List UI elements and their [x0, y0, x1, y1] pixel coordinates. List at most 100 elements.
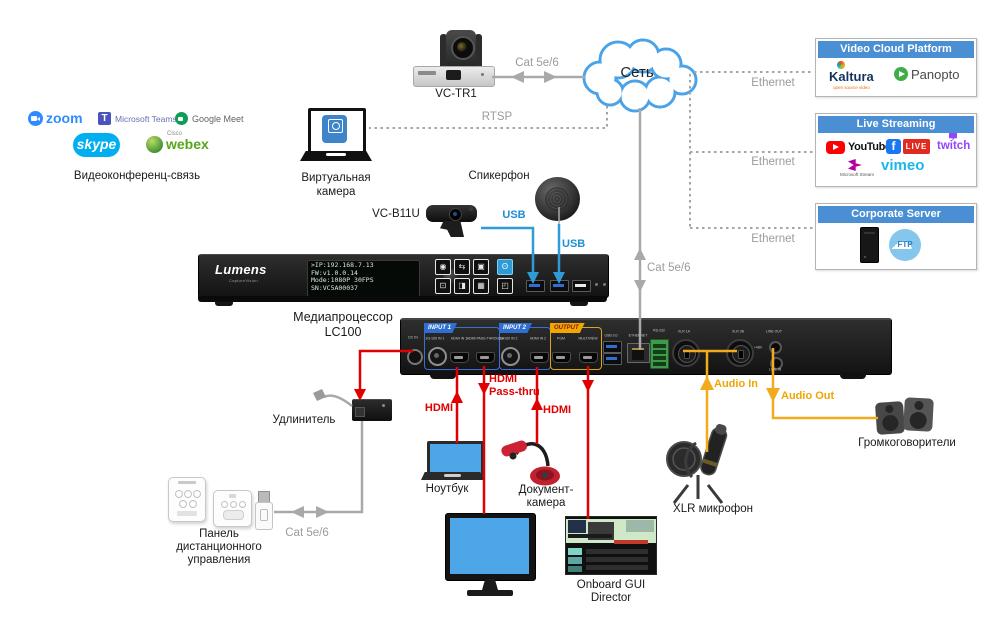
meet-icon-cam: [178, 117, 183, 121]
remote-b-btn3: [239, 501, 246, 508]
vctr1-arm-right: [475, 34, 482, 70]
skype-wordmark: skype: [76, 136, 117, 152]
lc100-front-foot-left: [215, 302, 233, 306]
gui-panel-left: [568, 520, 586, 533]
remote-panel-b: [213, 490, 252, 527]
virtual-camera-label-2: камера: [316, 186, 356, 198]
monitor-neck: [482, 579, 498, 590]
gui-row3: [586, 565, 648, 570]
remote-a-btn3: [193, 490, 201, 498]
teams-wordmark: Microsoft Teams: [115, 114, 177, 124]
hdmi-in-1-port: [450, 352, 469, 363]
cat56-camera-label: Cat 5e/6: [515, 57, 559, 69]
skype-logo: skype: [73, 133, 120, 157]
gui-side-block1: [568, 548, 582, 555]
pgm-label: PGM: [557, 337, 565, 341]
rs232-terminal: [650, 339, 669, 369]
remote-b-btn1: [221, 501, 228, 508]
webex-cisco: Cisco: [167, 131, 183, 137]
source-button: ◨: [454, 278, 470, 294]
linein-label: LINE IN: [768, 368, 782, 372]
live-streaming-box: Live Streaming YouTube f LIVE twitch Mic…: [815, 113, 977, 187]
lumens-sub: CaptureVision: [229, 278, 258, 283]
hdmi-passthrough-port: [476, 352, 495, 363]
vctr1-base-slot: [446, 70, 461, 80]
mic-shockmount: [684, 441, 697, 479]
remote-panel-a: [168, 477, 206, 522]
document-camera: [501, 440, 560, 486]
vimeo-logo: vimeo: [881, 157, 924, 175]
input1-tab-label: INPUT 1: [428, 325, 452, 331]
laptop-device: [421, 441, 484, 480]
line-extender-panel: [274, 421, 364, 514]
vc-apps-caption: Видеоконференц-связь: [73, 170, 201, 182]
mic-leg-right: [706, 484, 724, 504]
usb-dongle: [254, 491, 273, 530]
webex-icon: [146, 136, 163, 153]
lcd-line-fw: FW:v1.0.0.14: [311, 268, 358, 277]
sdi1-label: 3G-SDI IN 1: [425, 337, 445, 341]
arrow-hdmi-in1: [451, 391, 463, 403]
audio-out-label: Audio Out: [781, 390, 835, 402]
lcd-line-mode: Mode:1080P 30FPS: [311, 276, 374, 284]
remote-panel-label-3: управления: [187, 554, 251, 566]
webex-wordmark: webex: [166, 136, 209, 152]
kaltura-icon: [837, 61, 845, 69]
mic-mesh-ring: [672, 447, 696, 471]
xlr-mic-label: XLR микрофон: [673, 503, 753, 515]
arrow-usb-1: [527, 272, 539, 284]
speakerphone-device: [535, 177, 581, 222]
rear-usb-port-2: [603, 353, 622, 365]
laptop-label: Ноутбук: [425, 483, 469, 495]
ethernet-label-1: Ethernet: [751, 77, 795, 89]
corporate-server-box: Corporate Server ☁ FTP: [815, 203, 977, 270]
xlr-2b-port: [726, 339, 754, 367]
remote-panel-label-1: Панель: [199, 528, 239, 540]
vctr1-label: VC-TR1: [435, 88, 477, 100]
sdi-in-1-port: [428, 347, 447, 366]
lc100-rear-foot-right: [840, 372, 866, 379]
youtube-icon-play: [833, 144, 839, 150]
hdmi1-label: HDMI IN 1: [450, 337, 468, 341]
cat56-device-label: Cat 5e/6: [647, 262, 691, 274]
cc-button: ▦: [473, 278, 489, 294]
arrow-audio-in: [700, 376, 714, 390]
monitor-device: [445, 513, 540, 598]
zoom-icon-cam: [31, 116, 37, 121]
extender-led: [382, 404, 385, 407]
monitor-screen: [450, 518, 529, 574]
stream-button: ⇆: [454, 259, 470, 275]
line-audio-out: [771, 348, 878, 420]
video-cloud-platform-box: Video Cloud Platform Kaltura open source…: [815, 38, 977, 97]
cat56-panel-label: Cat 5e/6: [285, 527, 329, 539]
vctr1-camera: [413, 28, 495, 87]
remote-b-led: [229, 494, 236, 498]
arrow-left-panel: [291, 506, 304, 518]
doccam-label-2: камера: [526, 497, 566, 509]
arrow-audio-out: [766, 388, 780, 402]
usb-dongle-body: [255, 502, 273, 530]
camera-glyph-icon: [328, 119, 343, 133]
remote-a-brand: [178, 481, 196, 484]
multiview-port: [579, 352, 598, 363]
virtual-camera-slot: [326, 153, 346, 156]
remote-b-btn2: [230, 501, 237, 508]
mic-mesh-head: [666, 441, 702, 477]
input2-tab: INPUT 2: [499, 323, 533, 333]
remote-a-btn4: [179, 500, 187, 508]
extender-port: [355, 407, 365, 417]
xlr-microphone: [666, 424, 728, 504]
vcb11u-label: VC-B11U: [372, 208, 420, 220]
lc100-front-foot-right: [570, 302, 588, 306]
network-label: Сеть: [620, 64, 654, 81]
input1-tab: INPUT 1: [424, 323, 458, 333]
ethernet-label: ETHERNET: [628, 334, 648, 338]
multiview-label: MULTIVIEW: [578, 337, 598, 341]
ethernet-label-3: Ethernet: [751, 233, 795, 245]
remote-panel-label-2: дистанционного: [176, 541, 262, 553]
speakerphone-label: Спикерфон: [468, 170, 530, 182]
extender-device: [352, 399, 392, 421]
ftp-cloud-icon: ☁ FTP: [889, 228, 921, 261]
arrow-up-cloud: [634, 248, 646, 260]
